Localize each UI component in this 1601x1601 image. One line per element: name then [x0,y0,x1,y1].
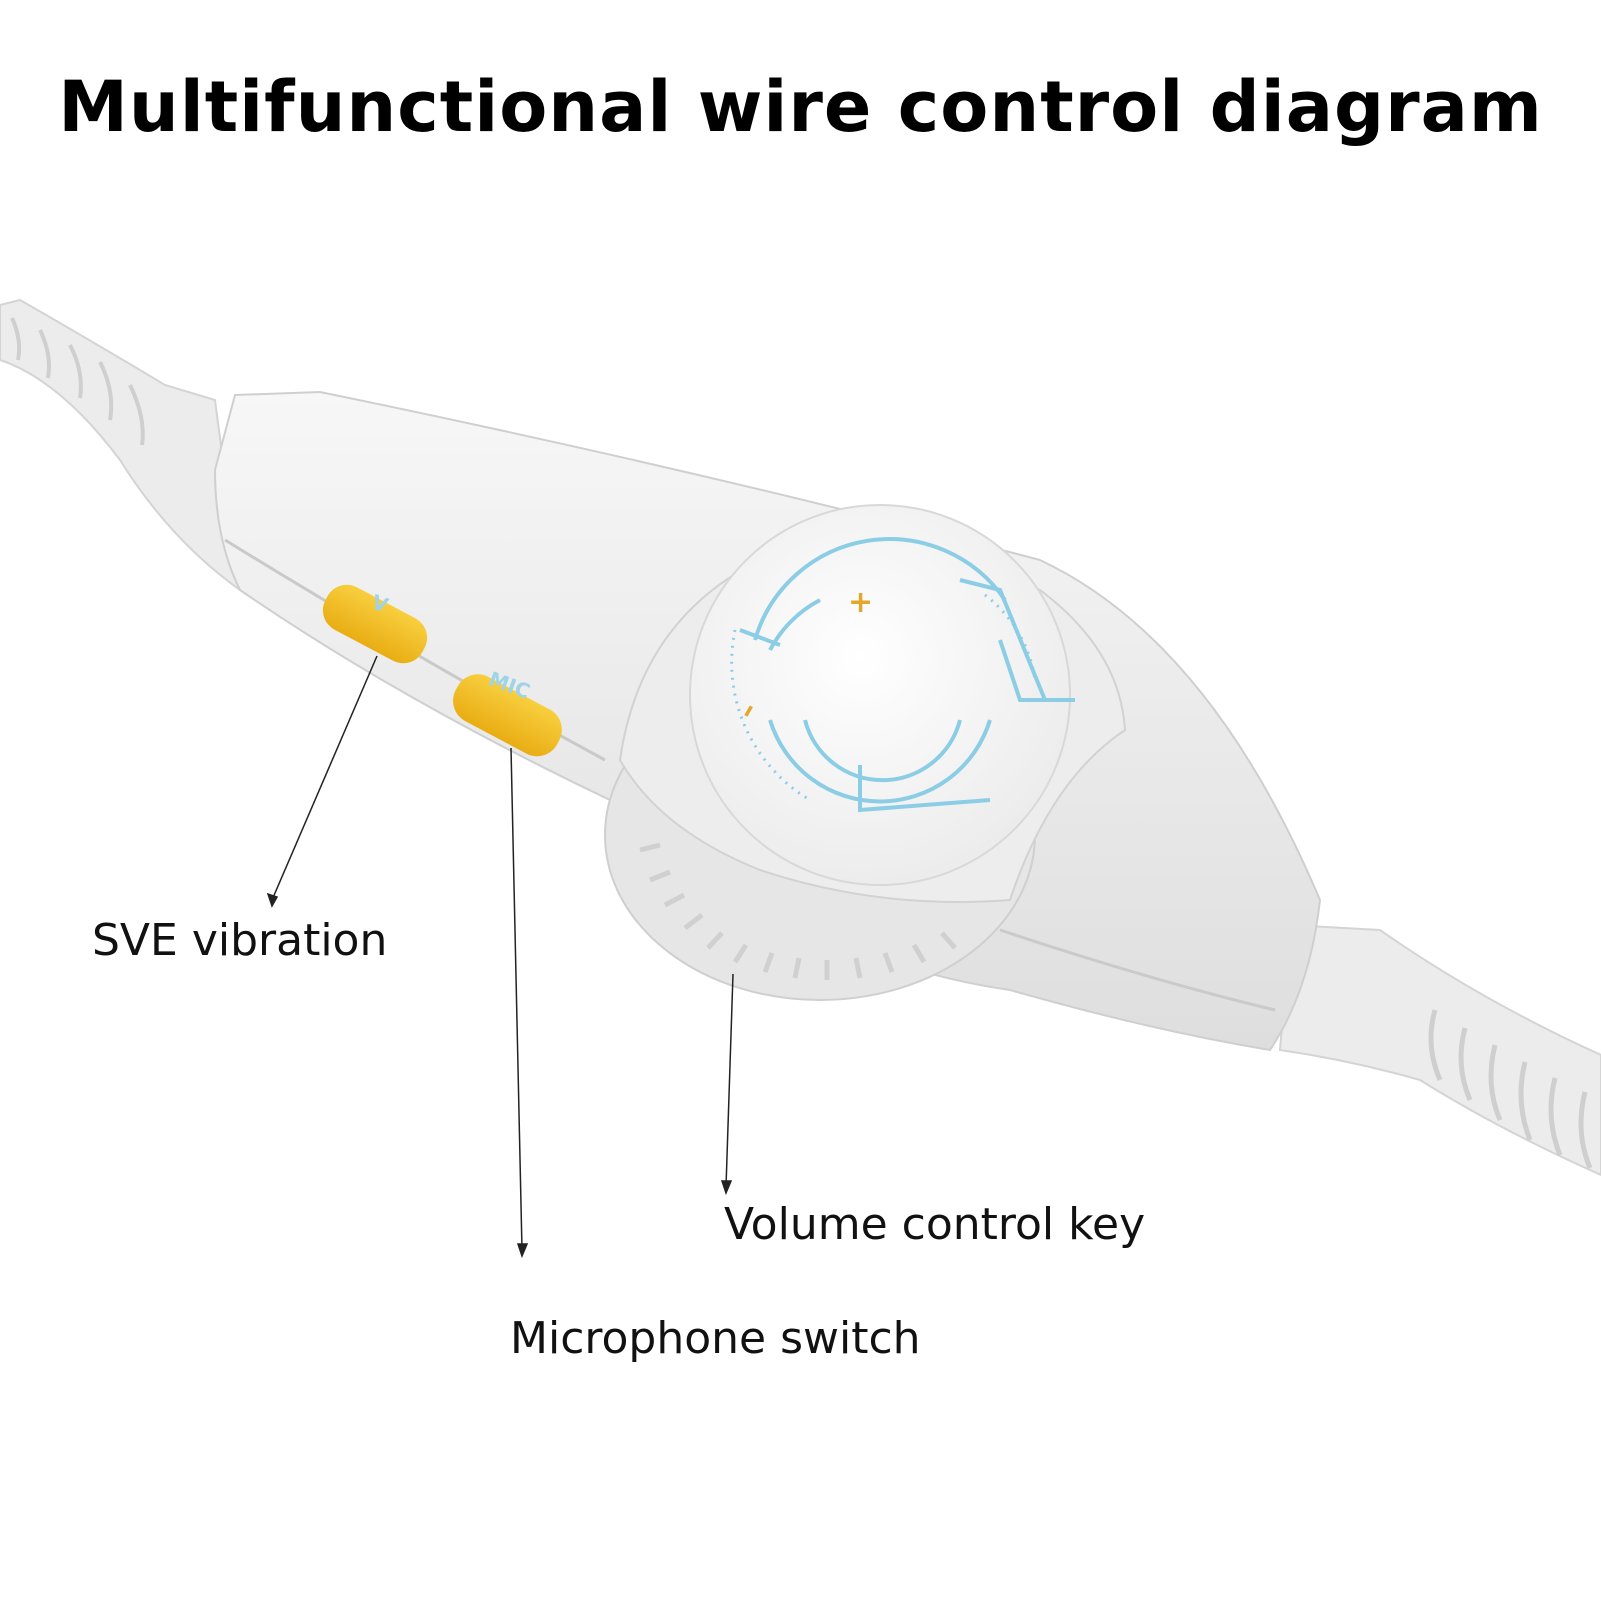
page-title: Multifunctional wire control diagram [58,66,1543,148]
dial-plus-mark: + [848,585,873,620]
cable-left [0,298,242,593]
leader-lines [266,655,734,1259]
callout-sve-vibration: SVE vibration [92,915,388,966]
cable-right [1278,923,1601,1177]
sve-button[interactable]: V [315,577,435,671]
volume-dial-face[interactable]: + – [689,504,1075,886]
callout-microphone-switch: Microphone switch [510,1313,921,1364]
callout-volume-control-key: Volume control key [724,1199,1146,1250]
